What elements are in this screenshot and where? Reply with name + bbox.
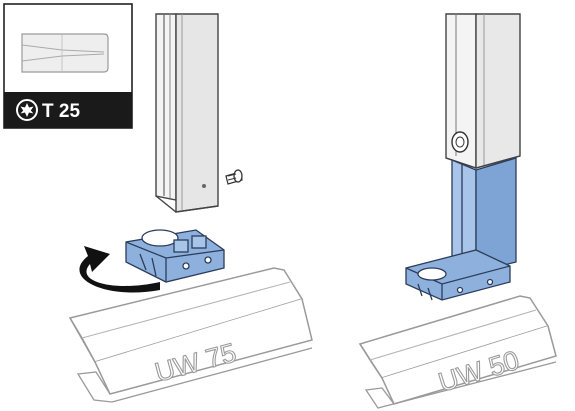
curved-arrow-icon xyxy=(79,246,160,293)
right-bracket xyxy=(405,157,517,301)
left-bracket xyxy=(125,229,225,283)
screwdriver-bit-icon xyxy=(21,33,109,73)
left-upright-profile xyxy=(155,13,219,213)
tool-bit-label: T 25 xyxy=(42,101,80,122)
tool-inset: T 25 xyxy=(3,3,133,129)
torx-star-icon xyxy=(16,99,38,121)
right-upright-profile xyxy=(445,13,521,169)
screw-icon xyxy=(225,169,243,185)
right-floor-rail: UW 50 xyxy=(358,295,557,409)
